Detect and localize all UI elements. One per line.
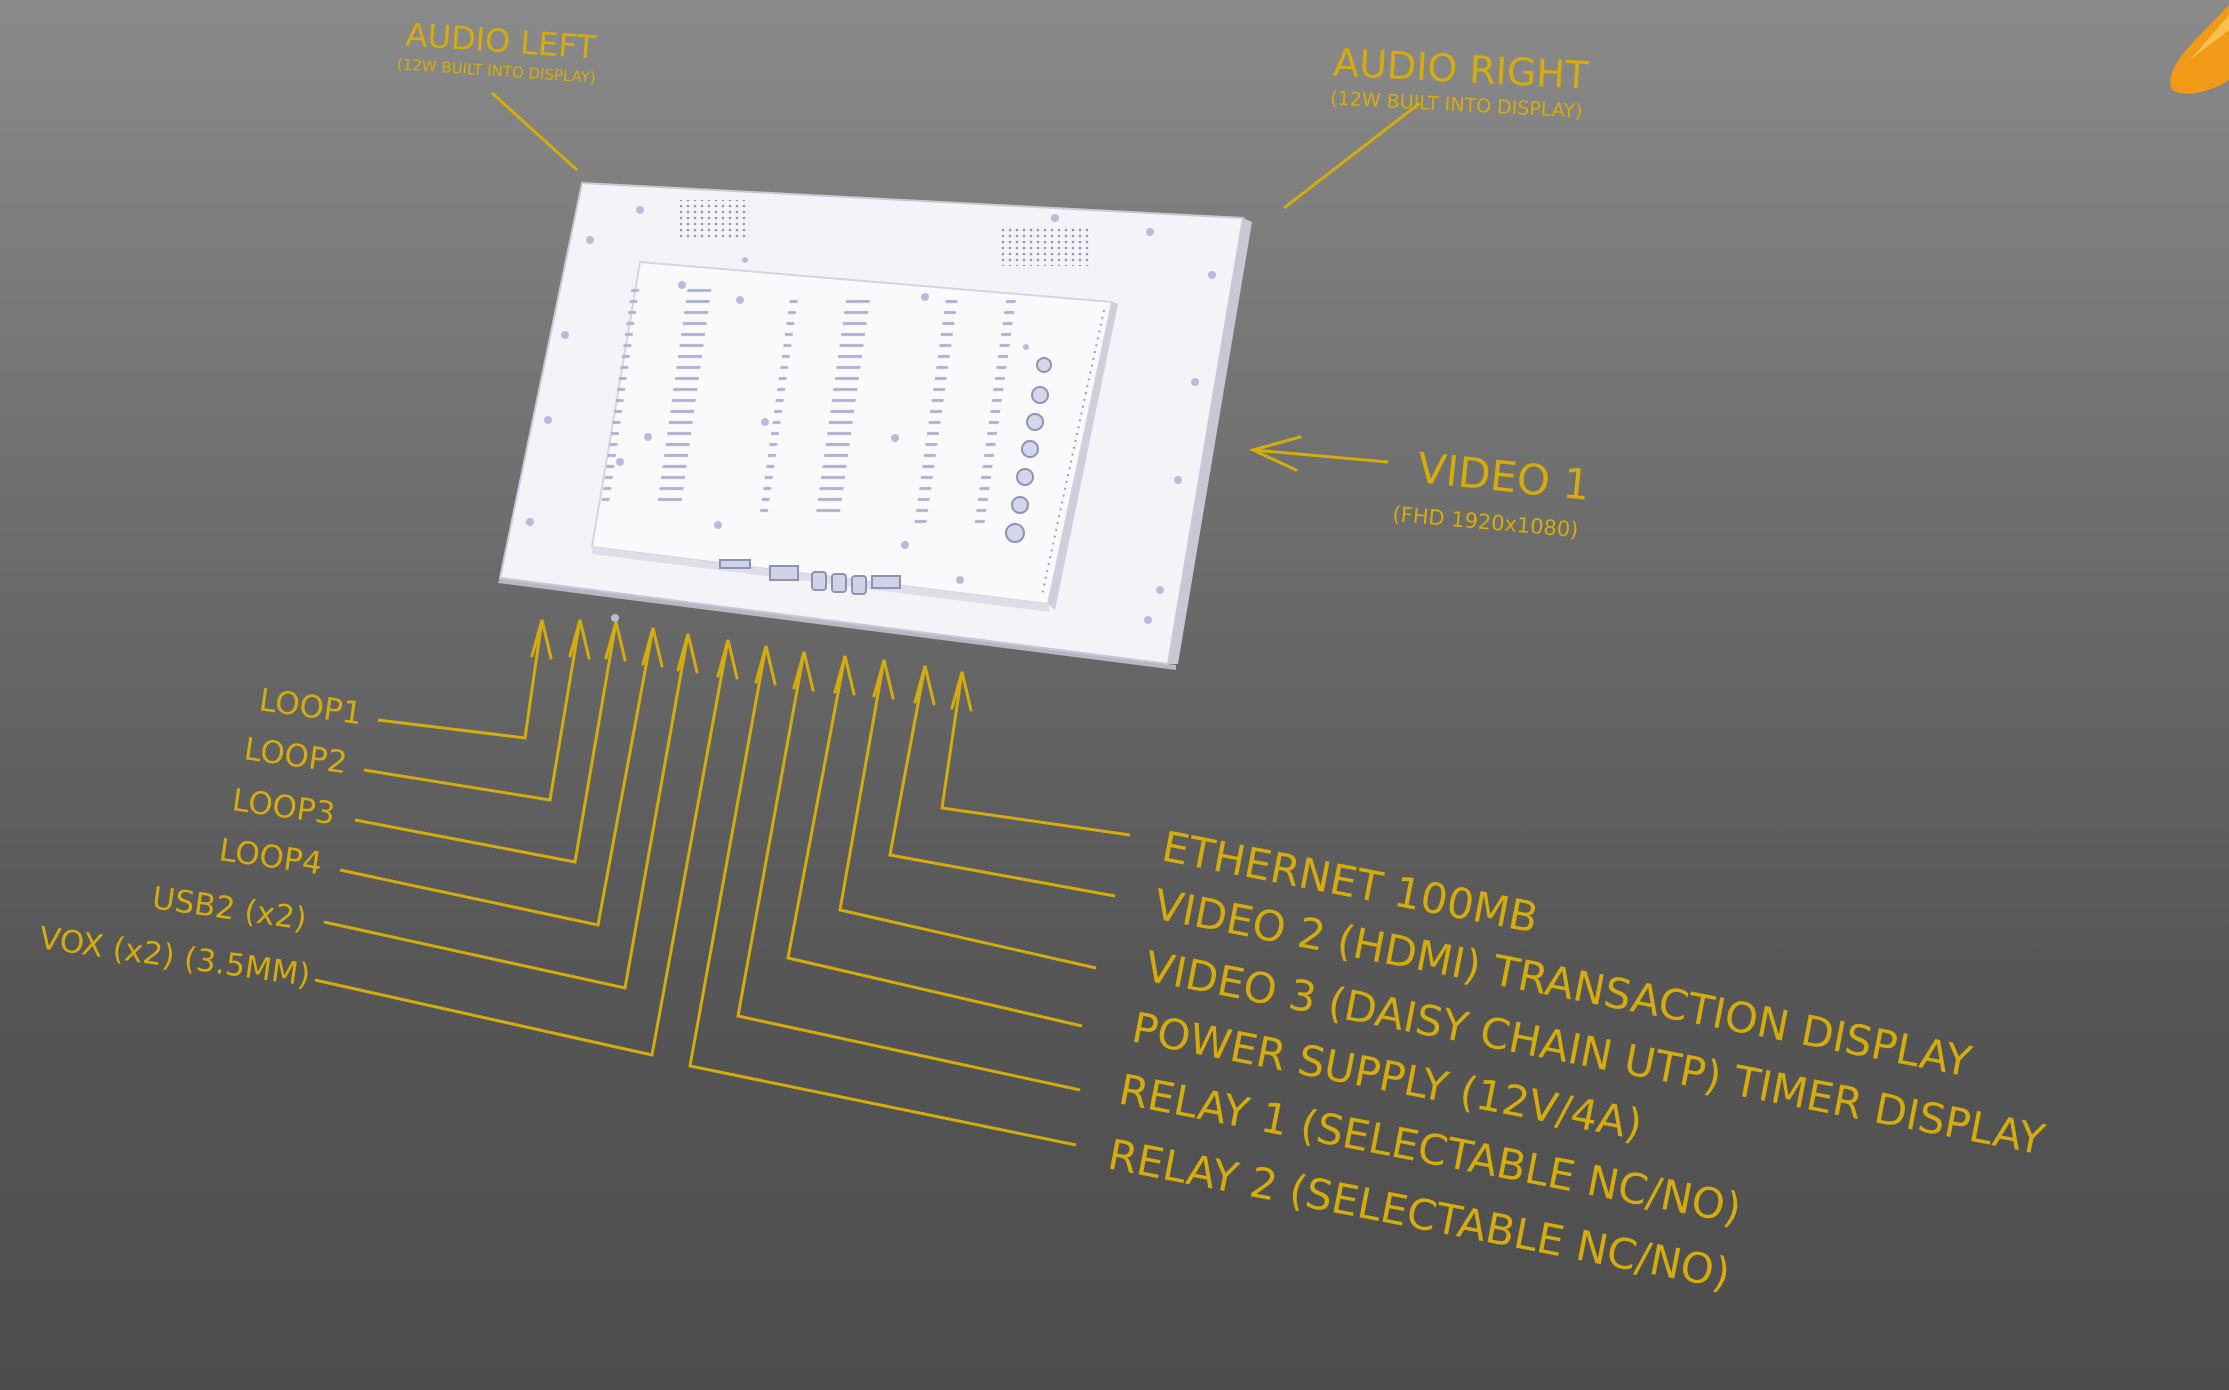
- speaker-grille-left: [680, 200, 750, 240]
- leader-line: [888, 665, 1116, 898]
- arrowhead-icon: [568, 619, 591, 660]
- speaker-grille-right: [1000, 226, 1092, 266]
- right-connector-labels: ETHERNET 100MB VIDEO 2 (HDMI) TRANSACTIO…: [1104, 822, 2049, 1299]
- arrowhead-icon: [530, 619, 553, 660]
- arrowhead-icon: [792, 651, 815, 692]
- leader-line: [838, 659, 1097, 970]
- left-connector-labels: LOOP1 LOOP2 LOOP3 LOOP4 USB2 (x2) VOX (x…: [37, 682, 364, 994]
- leader-line: [786, 655, 1083, 1028]
- video-1-title: VIDEO 1: [1415, 443, 1592, 510]
- leader-line: [736, 651, 1081, 1092]
- connector-block: [719, 559, 901, 595]
- leader-line: [363, 619, 582, 802]
- callout-audio-right: AUDIO RIGHT (12W BUILT INTO DISPLAY): [1283, 40, 1590, 210]
- left-label-loop2: LOOP2: [242, 731, 349, 781]
- left-label-loop1: LOOP1: [257, 682, 364, 732]
- leader-lines: [314, 619, 1131, 1147]
- callout-audio-left: AUDIO LEFT (12W BUILT INTO DISPLAY): [396, 15, 597, 172]
- arrowhead-icon: [641, 627, 664, 668]
- arrowhead-icon: [872, 659, 895, 700]
- arrowhead-icon: [833, 655, 856, 696]
- left-label-loop3: LOOP3: [230, 782, 337, 832]
- arrowhead-icon: [754, 645, 777, 686]
- arrowhead-icon: [676, 633, 699, 674]
- callout-video-1: VIDEO 1 (FHD 1920x1080): [1248, 435, 1592, 542]
- arrowhead-icon: [950, 671, 973, 712]
- arrowhead-icon: [716, 639, 739, 680]
- vent-slots: [601, 285, 1016, 530]
- display-unit: [498, 181, 1252, 670]
- arrowhead-icon: [604, 621, 627, 662]
- mounting-screws: [526, 206, 1216, 624]
- leader-line: [688, 645, 1077, 1147]
- leader-line: [940, 671, 1131, 837]
- leader-line: [314, 639, 730, 1057]
- video-1-note: (FHD 1920x1080): [1392, 502, 1580, 542]
- corner-logo-icon: [2170, 5, 2229, 94]
- leader-line: [339, 627, 655, 927]
- leader-line: [323, 633, 690, 990]
- leader-line: [377, 619, 544, 740]
- knob-row: [1005, 357, 1052, 543]
- left-label-loop4: LOOP4: [217, 832, 324, 882]
- arrowhead-icon: [913, 665, 936, 706]
- leader-line: [354, 621, 618, 864]
- left-label-usb2: USB2 (x2): [150, 880, 309, 937]
